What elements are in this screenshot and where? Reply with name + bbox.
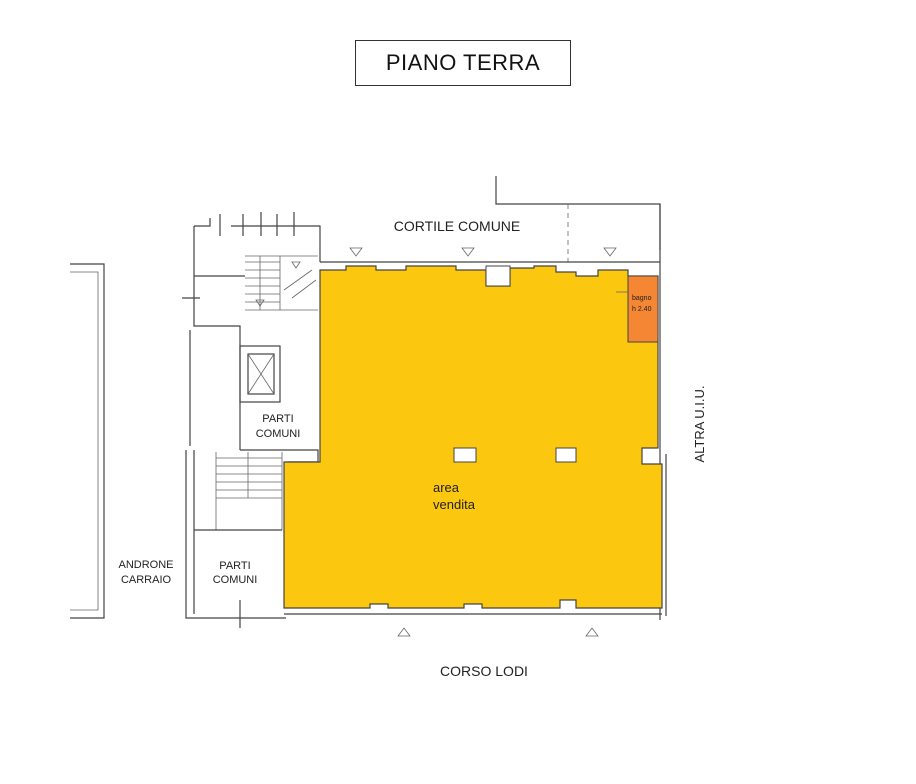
street-label: CORSO LODI bbox=[440, 663, 528, 679]
staircase-lower bbox=[215, 452, 283, 530]
sales-area bbox=[283, 265, 663, 637]
plan-title: PIANO TERRA bbox=[355, 40, 571, 86]
common-parts-upper-2: COMUNI bbox=[256, 428, 301, 440]
common-parts-lower-1: PARTI bbox=[219, 560, 250, 572]
common-parts-lower-2: COMUNI bbox=[213, 574, 258, 586]
sales-area-fill bbox=[283, 265, 663, 609]
carriage-label-2: CARRAIO bbox=[121, 574, 172, 586]
column-2 bbox=[555, 447, 577, 463]
column-1 bbox=[453, 447, 477, 463]
staircase-upper bbox=[245, 255, 318, 311]
stair-block-lower bbox=[185, 450, 286, 628]
elevator-shaft bbox=[239, 345, 281, 403]
bathroom-label-2: h 2.40 bbox=[632, 306, 652, 313]
bathroom-label-1: bagno bbox=[632, 295, 652, 302]
carriage-label-1: ANDRONE bbox=[118, 559, 173, 571]
common-parts-upper-1: PARTI bbox=[262, 413, 293, 425]
carriage-passage bbox=[70, 263, 105, 619]
column-3 bbox=[485, 265, 511, 287]
sales-area-label-1: area bbox=[433, 480, 460, 495]
stair-block-upper bbox=[182, 212, 321, 463]
sales-area-label-2: vendita bbox=[433, 497, 476, 512]
bathroom: bagno h 2.40 bbox=[616, 275, 659, 343]
other-unit-label: ALTRA U.I.U. bbox=[692, 385, 707, 462]
courtyard-label: CORTILE COMUNE bbox=[394, 218, 521, 234]
bathroom-fill bbox=[627, 275, 659, 343]
